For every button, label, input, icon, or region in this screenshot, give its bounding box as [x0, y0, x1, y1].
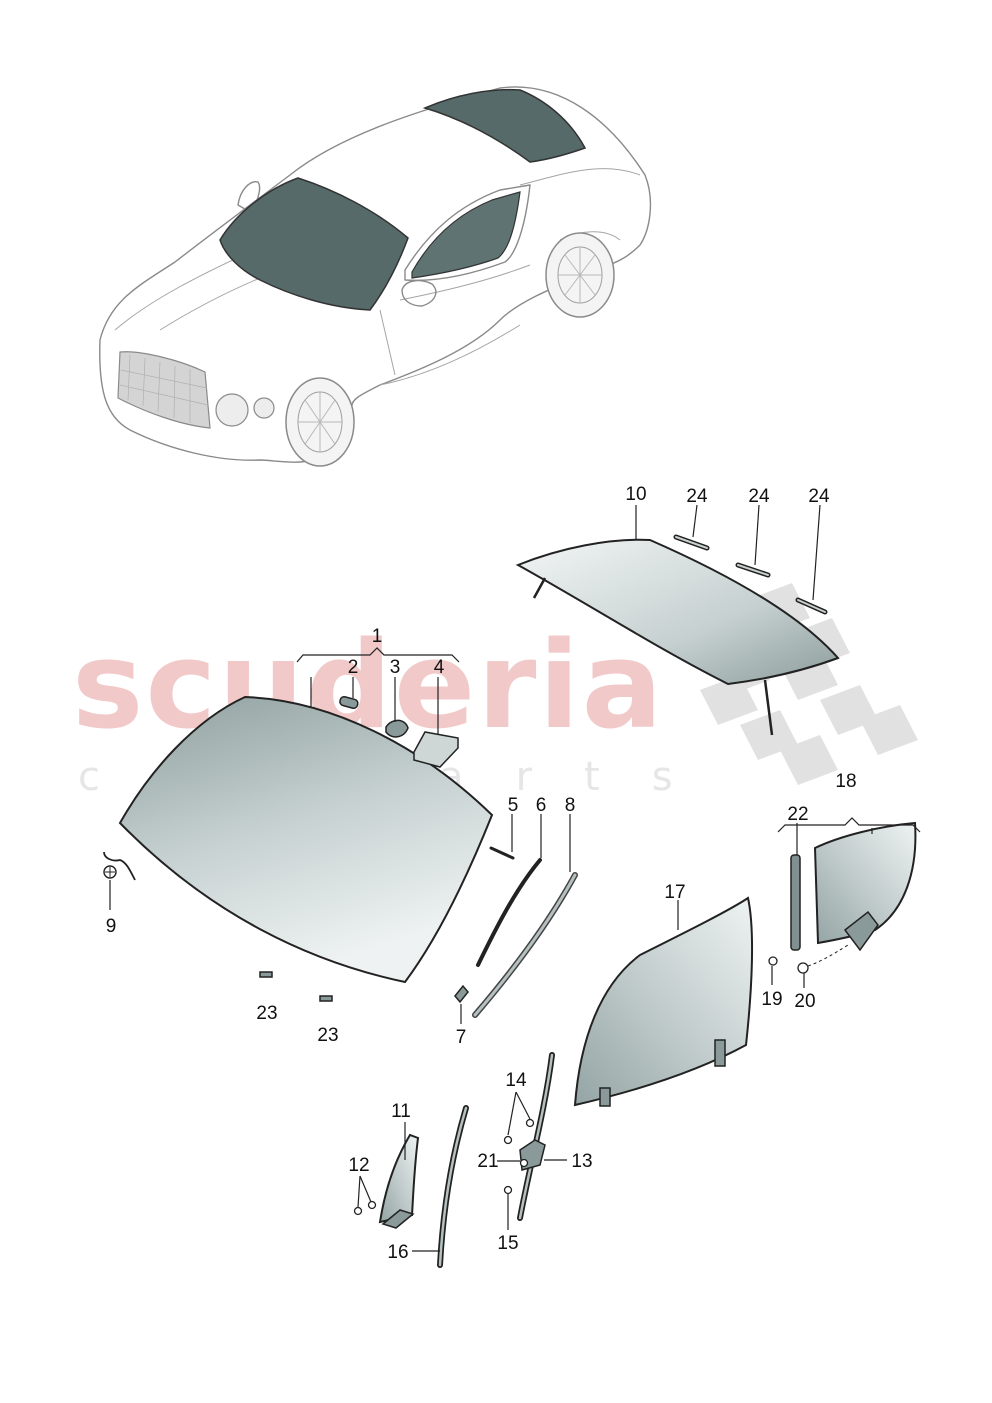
quarter-glass — [813, 821, 917, 945]
callout-12: 12 — [348, 1155, 369, 1176]
callout-21: 21 — [477, 1151, 498, 1172]
callout-22: 22 — [787, 804, 808, 825]
callout-13: 13 — [571, 1151, 592, 1172]
part-16-pillar — [437, 1105, 469, 1268]
part-20 — [797, 962, 809, 974]
part-11-glass — [378, 1133, 420, 1224]
callout-23a: 23 — [256, 1003, 277, 1024]
car-illustration — [99, 86, 652, 467]
callout-14: 14 — [505, 1070, 527, 1091]
callout-24b: 24 — [748, 486, 770, 507]
callout-8: 8 — [565, 795, 576, 816]
windshield-glass — [118, 695, 494, 984]
part-9-sensor — [103, 865, 117, 879]
part-5 — [489, 846, 515, 860]
part-2 — [339, 695, 359, 710]
leader-lines — [109, 504, 921, 1252]
callout-11: 11 — [391, 1101, 411, 1122]
car-rear-window — [422, 88, 587, 163]
car-grille — [117, 351, 211, 429]
door-glass — [573, 896, 754, 1107]
callout-17: 17 — [664, 882, 685, 903]
callout-24a: 24 — [686, 486, 708, 507]
part-9-cable — [103, 851, 136, 881]
part-6-strip — [476, 858, 542, 967]
callout-18: 18 — [835, 771, 856, 792]
callout-24c: 24 — [808, 486, 830, 507]
callout-5: 5 — [508, 795, 519, 816]
part-7 — [454, 984, 469, 1004]
car-side-window — [411, 191, 521, 279]
callout-7: 7 — [456, 1027, 467, 1048]
callout-3: 3 — [390, 657, 401, 678]
callout-2: 2 — [348, 657, 359, 678]
callout-1: 1 — [372, 626, 383, 647]
wheel — [285, 377, 355, 467]
callout-16: 16 — [387, 1242, 408, 1263]
part-22 — [790, 854, 801, 951]
callout-labels: 1 2 3 4 5 6 8 9 7 23 23 10 24 24 24 18 2… — [106, 484, 857, 1263]
part-4 — [413, 731, 459, 768]
callout-4: 4 — [434, 657, 445, 678]
callout-9: 9 — [106, 916, 117, 937]
callout-20: 20 — [794, 991, 815, 1012]
part-23 — [259, 971, 273, 978]
part-19 — [768, 956, 778, 966]
car-windshield — [219, 177, 409, 311]
part-3 — [385, 719, 409, 738]
callout-10: 10 — [625, 484, 646, 505]
wheel — [545, 232, 615, 318]
callout-6: 6 — [536, 795, 547, 816]
callout-23b: 23 — [317, 1025, 338, 1046]
part-23 — [319, 995, 333, 1002]
callout-19: 19 — [761, 989, 782, 1010]
callout-15: 15 — [497, 1233, 518, 1254]
rear-window-glass — [515, 538, 840, 686]
